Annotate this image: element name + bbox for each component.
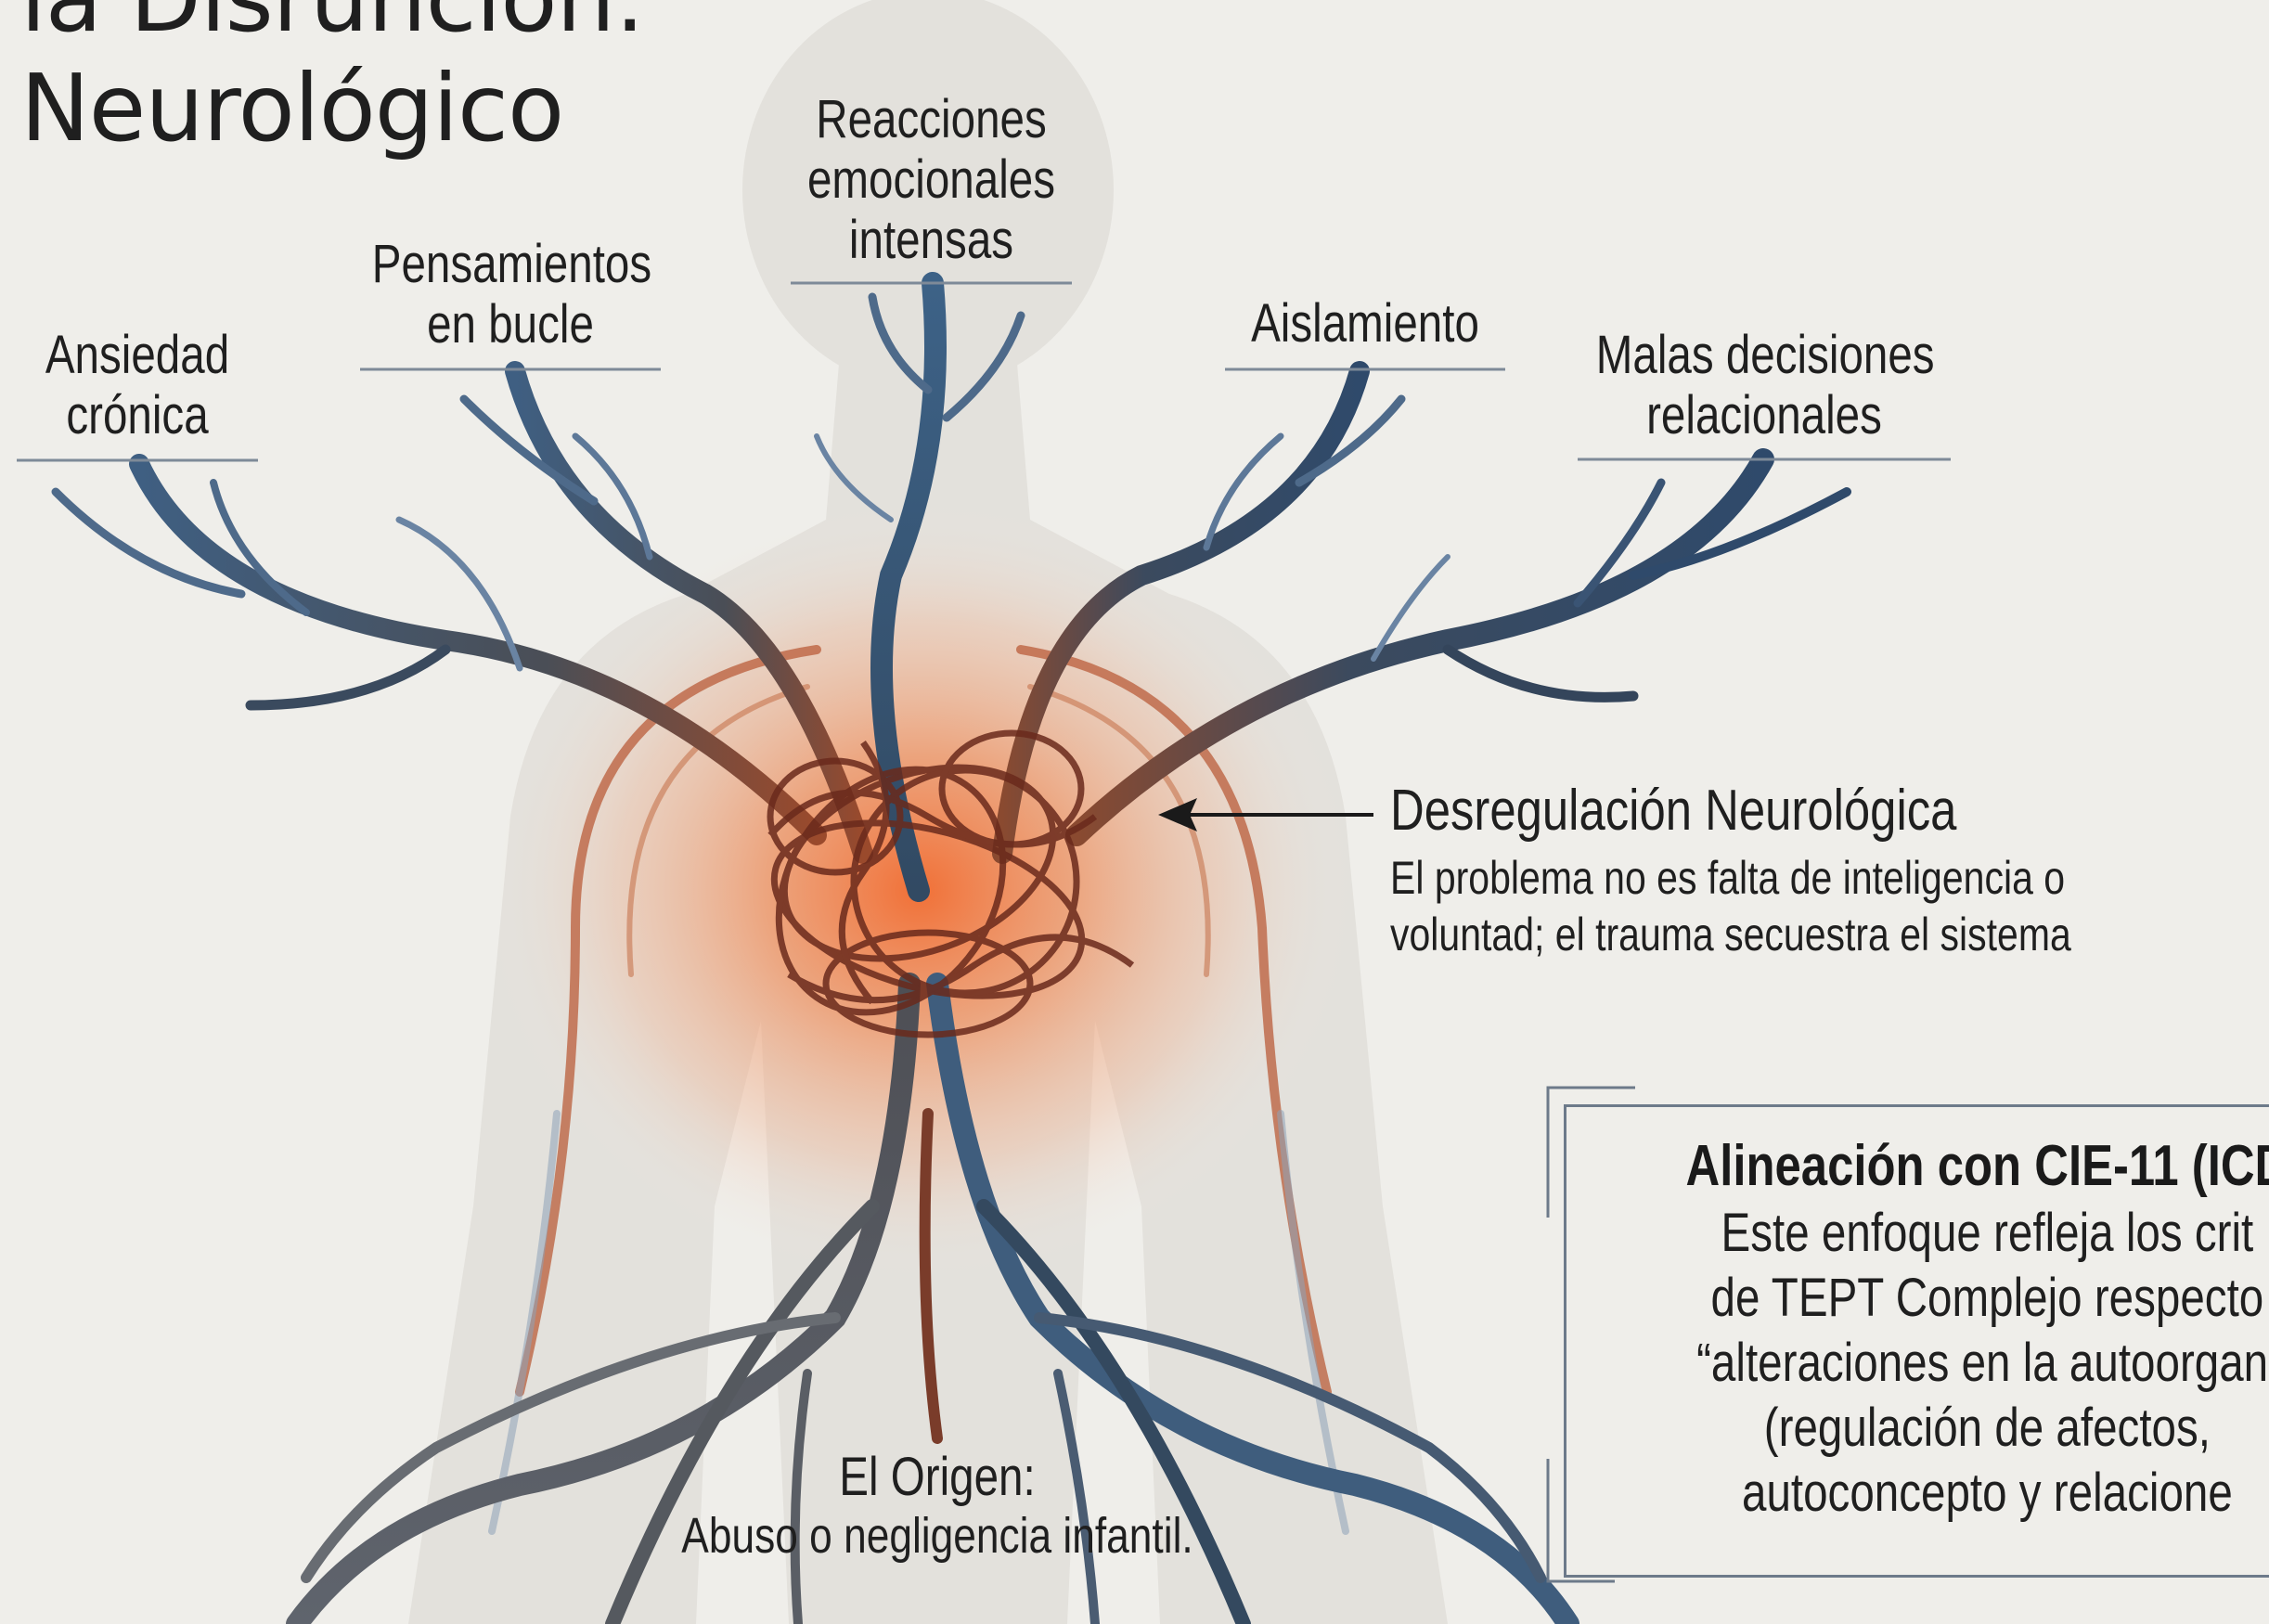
annotation-arrow	[1158, 798, 1373, 831]
callout-body: Este enfoque refleja los crit de TEPT Co…	[1592, 1201, 2269, 1526]
page-title: la Disrunción: Neurológico	[20, 0, 646, 163]
callout-heading: Alineación con CIE-11 (ICD	[1685, 1134, 2269, 1198]
annotation-line: voluntad; el trauma secuestra el sistema	[1390, 909, 2071, 960]
label-underlines	[17, 281, 1951, 462]
root-system	[286, 973, 1579, 1624]
label-line: en bucle	[427, 294, 594, 354]
annotation-body: El problema no es falta de inteligencia …	[1390, 850, 2071, 963]
symptom-label-isolation: Aislamiento	[1235, 293, 1495, 354]
neural-tangle	[767, 729, 1135, 1038]
label-line: emocionales	[806, 149, 1056, 210]
symptom-label-anxiety: Ansiedad crónica	[38, 325, 236, 445]
callout-box	[1564, 1104, 2269, 1578]
callout-line: Este enfoque refleja los crit	[1721, 1203, 2254, 1263]
symptom-branches	[51, 272, 1851, 902]
label-line: Aislamiento	[1251, 293, 1479, 354]
annotation-heading: Desregulación Neurológica	[1390, 779, 1957, 843]
label-line: Malas decisiones	[1595, 325, 1935, 385]
arm-nerves	[488, 645, 1349, 1535]
symptom-label-emotions: Reacciones emocionales intensas	[801, 89, 1062, 270]
title-line-1: la Disrunción:	[20, 0, 646, 54]
annotation-line: El problema no es falta de inteligencia …	[1390, 852, 2066, 904]
origin-body: Abuso o negligencia infantil.	[681, 1508, 1193, 1564]
symptom-label-decisions: Malas decisiones relacionales	[1595, 325, 1935, 445]
callout-content: Alineación con CIE-11 (ICD Este enfoque …	[1592, 1132, 2269, 1526]
label-line: Reacciones	[816, 89, 1047, 149]
symptom-label-loops: Pensamientos en bucle	[371, 234, 652, 354]
label-line: Ansiedad	[45, 325, 230, 385]
callout-line: autoconcepto y relacione	[1741, 1463, 2233, 1523]
origin-label: El Origen: Abuso o negligencia infantil.	[595, 1448, 1280, 1565]
label-line: crónica	[66, 385, 209, 445]
origin-heading: El Origen:	[839, 1447, 1036, 1507]
label-line: intensas	[848, 210, 1014, 270]
callout-frame	[1546, 1086, 1635, 1583]
dysregulation-annotation: Desregulación Neurológica El problema no…	[1390, 778, 2071, 963]
label-line: Pensamientos	[371, 234, 652, 294]
title-line-2: Neurológico	[20, 54, 564, 162]
callout-line: “alteraciones en la autoorgani	[1696, 1333, 2269, 1393]
callout-line: (regulación de afectos,	[1763, 1398, 2211, 1458]
label-line: relacionales	[1646, 385, 1882, 445]
callout-line: de TEPT Complejo respecto	[1710, 1268, 2264, 1328]
